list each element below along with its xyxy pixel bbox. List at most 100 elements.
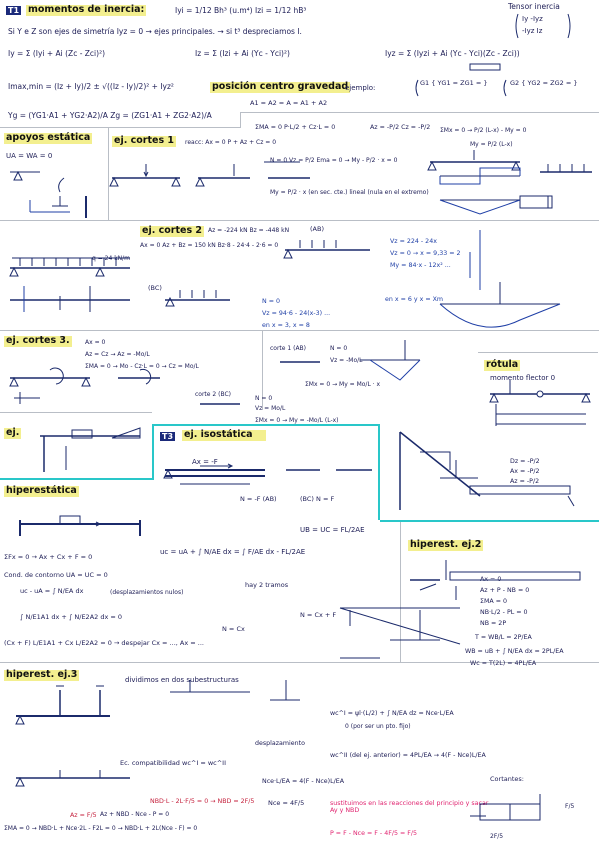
cyan-frame [152,424,154,480]
isostatica-n2: (BC) N = F [300,495,335,503]
hiper2-eq2: Az + P - NB = 0 [480,587,530,594]
cortes2-vz2: Vz = 94·6 - 24(x-3) ... [262,310,331,317]
divider [262,330,263,410]
hiper3-ema: ΣMA = 0 → NBD·L + Nce·2L - F2L = 0 → NBD… [4,825,198,832]
hiper2-eq3: ΣMA = 0 [480,598,508,605]
hiper3-title: hiperest. ej.3 [4,669,80,681]
divider [478,352,598,353]
posicion-title: posición centro gravedad [210,81,351,93]
hiper2-wc: Wc = T(2L) = 4PL/EA [470,660,537,667]
apoyos-eq: UA = WA = 0 [6,152,53,160]
hiper3-compat: Ec. compatibilidad wc^I = wc^II [120,759,227,767]
cortes2-extra: en x = 6 y x = Xm [385,296,444,303]
corte1-n: N = 0 [330,345,348,352]
cortes1-res: Az = -P/2 Cz = -P/2 [370,124,431,131]
cortes3-eq1: Ax = 0 [85,339,106,346]
isostatica-ub: UB = UC = FL/2AE [300,526,365,534]
isostatica-eq: Ax = -F [192,458,218,466]
divider [240,112,599,113]
cyan-frame [152,424,380,426]
cortes3-eq2: Az = Cz → Az = -Mo/L [85,351,150,358]
cortes1-tramo2b: My = P/2 (L-x) [470,141,513,148]
hiper2-t: T = WB/L = 2P/EA [475,634,532,641]
cyan-frame [378,424,380,520]
section-number: T1 [6,6,22,15]
hiper3-az: Az = F/5 [70,812,97,819]
hiper3-subst: sustituimos en las reacciones del princi… [330,800,489,815]
ej-title: ej. [4,427,22,439]
cortes1-tramo1b: My = P/2 · x (en sec. cte.) lineal (nula… [270,189,429,196]
rotula-sub: momento flector 0 [490,374,556,382]
iz-formula: Iz = Σ (Izi + Ai (Yc - Yci)²) [195,49,290,58]
hiper-eq1: ΣFx = 0 → Ax + Cx + F = 0 [4,553,93,561]
hiper-cond: Cond. de contorno UA = UC = 0 [4,571,108,579]
hiper2-eq4: NB·L/2 - PL = 0 [480,609,528,616]
cortes1-ema: ΣMA = 0 P·L/2 + Cz·L = 0 [255,124,336,131]
g1-coords: G1 { YG1 = ZG1 = } [420,79,488,87]
divider [0,127,240,128]
rotula-az: Az = -P/2 [510,478,540,485]
corte2-n: N = 0 [255,395,273,402]
hiper-int2: ∫ N/E1A1 dx + ∫ N/E2A2 dx = 0 [20,613,123,621]
cortes3-title: ej. cortes 3. [4,335,72,347]
isostatica-title: ej. isostática [182,429,266,441]
cortes2-vz: Vz = 224 - 24x [390,238,437,245]
divider [0,412,152,413]
cortes2-reac: Ax = 0 Az + Bz = 150 kN Bz·8 - 24·4 - 2·… [140,242,279,249]
hiper3-desp: desplazamiento [255,740,305,747]
cortes3-eq3: ΣMA = 0 → Mo - Cz·L = 0 → Cz = Mo/L [85,363,199,370]
divider [0,220,599,221]
cortantes-f5: F/5 [565,803,575,810]
section-number-3: T3 [160,432,176,441]
g2-coords: G2 { YG2 = ZG2 = } [510,79,578,87]
cortes2-sol: en x = 3, x = 8 [262,322,310,329]
iy-formula: Iy = Σ (Iyi + Ai (Zc - Zci)²) [8,49,106,58]
rotula-ax: Ax = -P/2 [510,468,540,475]
cortes2-title: ej. cortes 2 [140,225,205,237]
hiper3-eq: Nce·L/EA = 4(F - Nce)L/EA [262,778,345,785]
cortes2-ab: (AB) [310,225,324,233]
hiper-bc: N = Cx [222,625,245,633]
cyan-frame [0,478,152,480]
formula-rect: Iyi = 1/12 Bh³ (u.m⁴) Izi = 1/12 hB³ [175,6,307,15]
iyz-formula: Iyz = Σ (Iyzi + Ai (Yc - Yci)(Zc - Zci)) [385,49,520,58]
cortes1-tramo1: N = 0 Vz = P/2 Ema = 0 → My - P/2 · x = … [270,157,398,164]
hiper2-title: hiperest. ej.2 [408,539,484,551]
hiperestatica-title: hiperestática [4,485,79,497]
hiper3-intro: dividimos en dos subestructuras [125,676,239,684]
cortes2-n: N = 0 [262,298,280,305]
corte2-v: Vz = Mo/L [255,405,286,412]
hiper-ab: N = Cx + F [300,611,337,619]
cyan-frame [380,520,599,522]
cortes1-reac: reacc: Ax = 0 P + Az + Cz = 0 [185,139,277,146]
hiper3-wc2: wc^II (del ej. anterior) = 4PL/EA → 4(F … [330,752,486,759]
cortes1-title: ej. cortes 1 [112,135,177,147]
hiper3-nce: Nce = 4F/5 [268,799,305,807]
cortantes-label: Cortantes: [490,775,524,783]
corte2-m: ΣMx = 0 → My = -Mo/L (L-x) [255,417,339,424]
corte1-m: ΣMx = 0 → My = Mo/L · x [305,381,381,388]
divider [108,127,109,220]
hiper-desp: (desplazamientos nulos) [110,589,184,596]
hiper-final: (Cx + F) L/E1A1 + Cx L/E2A2 = 0 → despej… [4,639,204,647]
tensor-row-2: -Iyz Iz [522,27,543,35]
imax-formula: Imax,min = (Iz + Iy)/2 ± √((Iz - Iy)/2)²… [8,82,174,91]
symmetry-note: Si Y e Z son ejes de simetría Iyz = 0 → … [8,27,302,36]
hiper3-wc1: wc^I = ψl·(L/2) + ∫ N/EA dz = Nce·L/EA [330,710,454,717]
cortes2-results: Az = -224 kN Bz = -448 kN [208,227,290,234]
divider [0,330,599,331]
apoyos-title: apoyos estática [4,132,93,144]
hiper2-eq5: NB = 2P [480,620,507,627]
cortantes-2f5: 2F/5 [490,833,504,840]
divider [400,522,401,662]
divider [0,662,599,663]
corte1-title: corte 1 (AB) [270,345,307,352]
tensor-row-1: Iy -Iyz [522,15,543,23]
centroid-formula: Yg = (YG1·A1 + YG2·A2)/A Zg = (ZG1·A1 + … [8,111,212,120]
hiper3-pf: P = F - Nce = F - 4F/5 = F/5 [330,830,417,837]
hiper-tramos: hay 2 tramos [245,581,289,589]
tensor-title: Tensor inercia [508,2,560,11]
corte2-title: corte 2 (BC) [195,391,231,398]
